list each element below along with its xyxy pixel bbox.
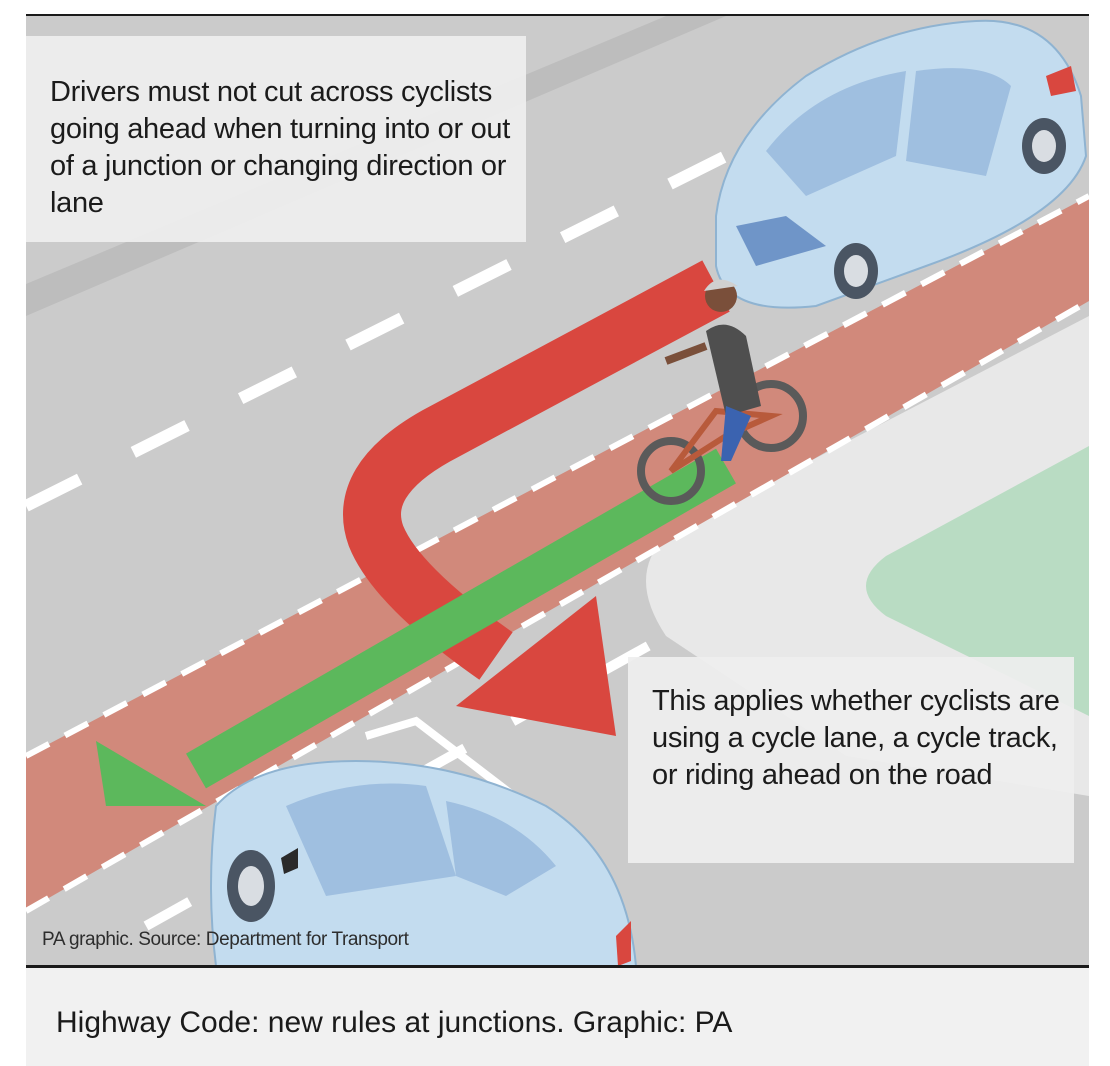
callout-bottom: This applies whether cyclists are using …: [628, 657, 1074, 863]
callout-top: Drivers must not cut across cyclists goi…: [26, 36, 526, 242]
car-top-icon: [715, 19, 1088, 309]
callout-top-text: Drivers must not cut across cyclists goi…: [50, 76, 510, 219]
ahead-arrow-icon: [96, 448, 736, 806]
centre-line-top: [26, 140, 749, 512]
car-bottom-icon: [210, 759, 638, 966]
bottom-rule: [26, 965, 1089, 968]
grass-verge: [866, 446, 1089, 716]
cyclist-icon: [637, 279, 807, 505]
lane-edge-bottom: [26, 298, 1089, 914]
lane-edge-top: [26, 193, 1089, 759]
junction-illustration: Drivers must not cut across cyclists goi…: [26, 16, 1089, 966]
caption-bar: Highway Code: new rules at junctions. Gr…: [26, 968, 1089, 1066]
callout-bottom-text: This applies whether cyclists are using …: [652, 685, 1060, 791]
figure-caption: Highway Code: new rules at junctions. Gr…: [56, 1006, 733, 1039]
graphic-credit: PA graphic. Source: Department for Trans…: [42, 929, 409, 950]
top-rule: [26, 14, 1089, 16]
